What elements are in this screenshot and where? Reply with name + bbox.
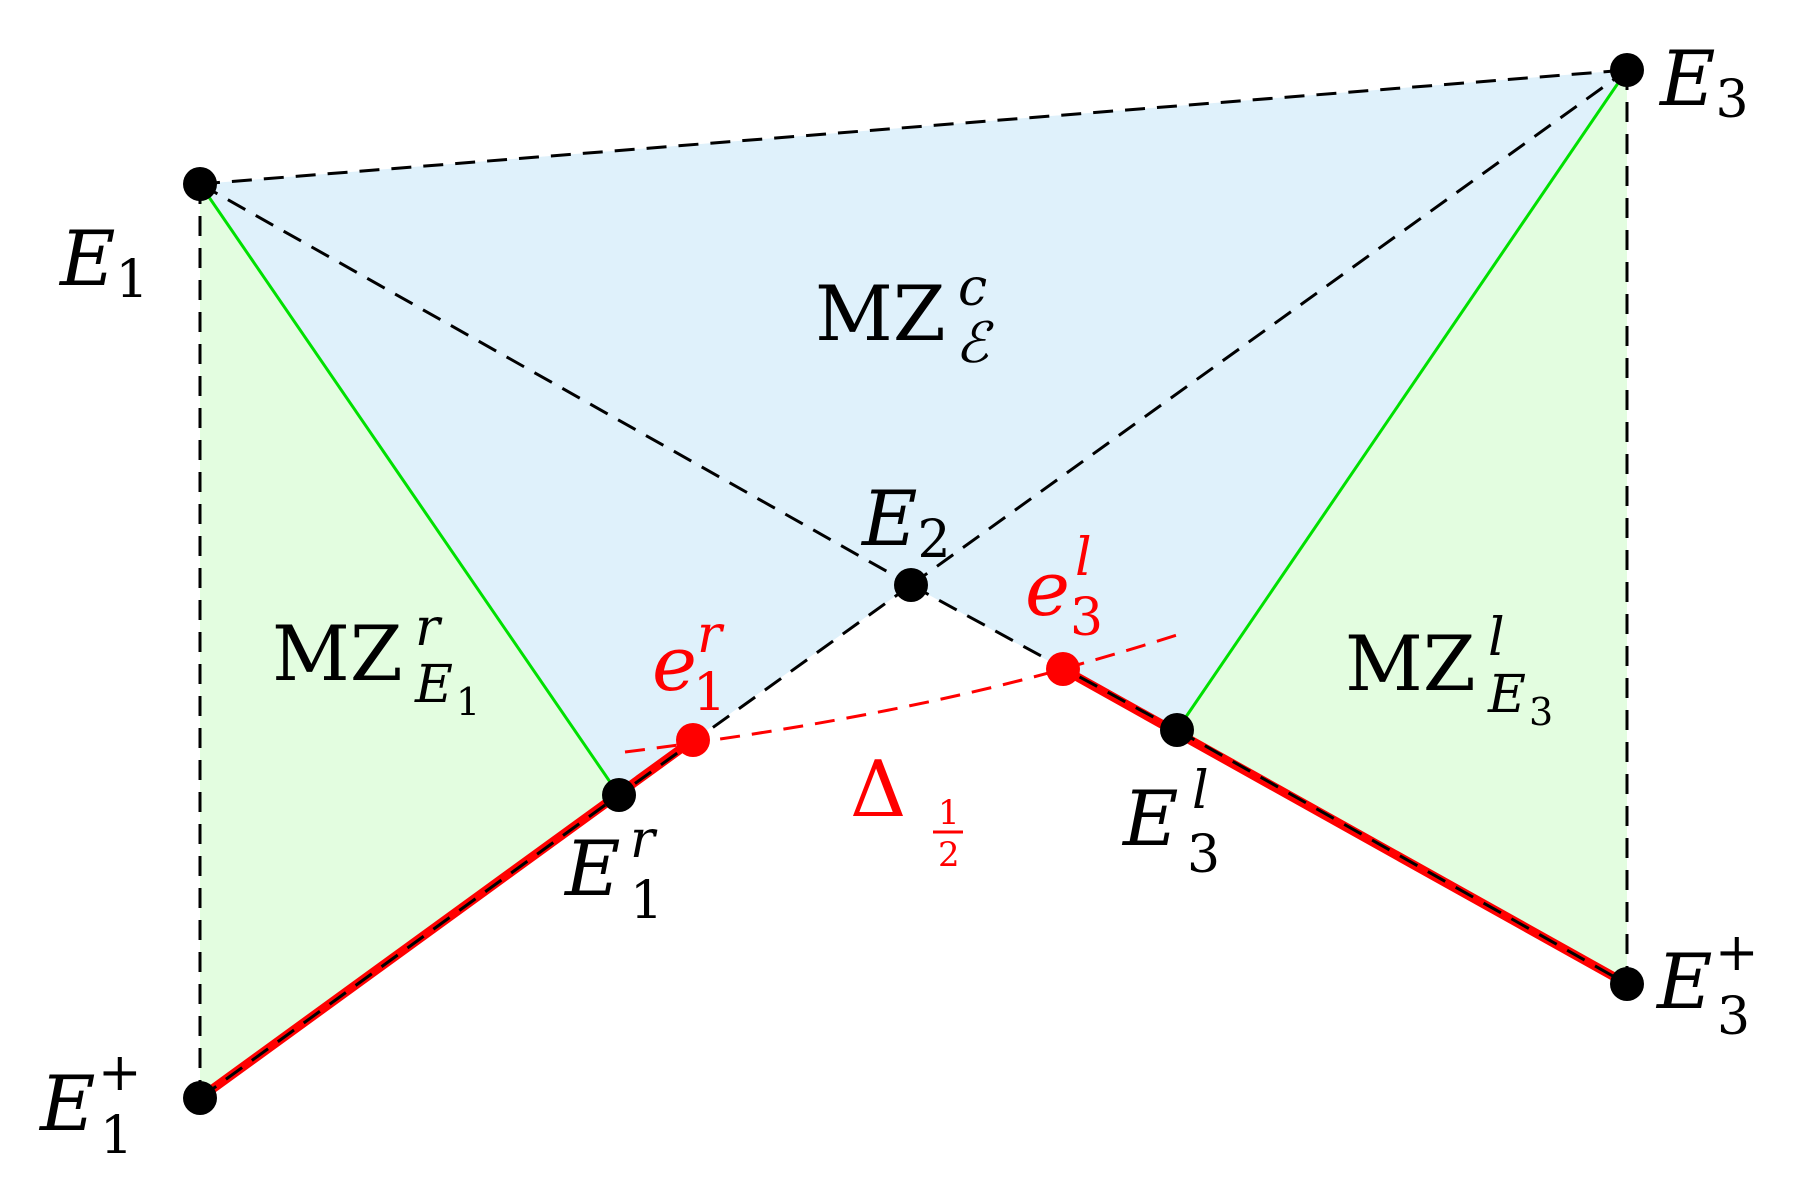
vertex-e3l bbox=[1160, 713, 1194, 747]
label-e1-r-small: e bbox=[652, 619, 697, 708]
label-delta-half: Δ 1 2 bbox=[850, 745, 963, 875]
label-e3: E3 bbox=[1658, 34, 1749, 130]
dashed-e1-e3 bbox=[199, 68, 1628, 186]
label-region-left-subsub: 1 bbox=[456, 680, 480, 724]
vertex-e1plus bbox=[183, 1081, 217, 1115]
vertex-e2 bbox=[894, 568, 928, 602]
label-delta-symbol: Δ bbox=[850, 745, 906, 835]
label-region-left: MZ bbox=[272, 609, 403, 698]
label-e1-r-sub: 1 bbox=[630, 871, 663, 931]
vertex-e1 bbox=[183, 167, 217, 201]
label-e3-l-small-sub: 3 bbox=[1070, 588, 1103, 648]
vertex-e1-r-small bbox=[676, 723, 710, 757]
vertex-e3-l-small bbox=[1046, 652, 1080, 686]
label-region-central-sup: c bbox=[958, 258, 987, 318]
label-region-right-sup: l bbox=[1488, 608, 1505, 668]
label-region-right: MZ bbox=[1345, 619, 1476, 708]
green-edge-right bbox=[1175, 69, 1629, 731]
label-e1: E1 bbox=[58, 214, 149, 310]
label-e1-r-small-sup: r bbox=[697, 605, 725, 665]
black-vertices bbox=[183, 53, 1644, 1115]
vertex-e1r bbox=[602, 778, 636, 812]
label-e1-plus-sub: 1 bbox=[100, 1106, 133, 1166]
label-e1-r-sup: r bbox=[630, 810, 658, 870]
label-e3-plus: E bbox=[1655, 937, 1712, 1026]
central-region-fill bbox=[200, 70, 1627, 795]
dashed-e2-e3 bbox=[910, 68, 1628, 587]
dashed-e1plus-e1r bbox=[199, 793, 620, 1100]
green-edge-left bbox=[198, 183, 621, 796]
label-e3-plus-sup: + bbox=[1715, 923, 1759, 983]
label-region-left-sup: r bbox=[415, 598, 443, 658]
dashed-e1-e2 bbox=[199, 182, 912, 587]
label-region-central: MZ bbox=[815, 269, 946, 358]
label-e3-l-sup: l bbox=[1192, 761, 1209, 821]
label-delta-den: 2 bbox=[938, 835, 960, 875]
label-e1-r-small-sub: 1 bbox=[693, 663, 726, 723]
label-e3-l-sub: 3 bbox=[1187, 825, 1220, 885]
dashed-edges bbox=[198, 68, 1629, 1100]
label-e1-plus: E bbox=[38, 1059, 95, 1148]
label-e3-l: E bbox=[1121, 774, 1178, 863]
label-e1-plus-sup: + bbox=[98, 1043, 142, 1103]
label-e2: E2 bbox=[860, 474, 951, 570]
right-region-fill bbox=[1177, 70, 1627, 984]
label-region-left-sub: E bbox=[414, 655, 453, 715]
vertex-e3plus bbox=[1610, 967, 1644, 1001]
vertex-e3 bbox=[1610, 53, 1644, 87]
red-dashed-curve bbox=[624, 633, 1178, 754]
dashed-e2-e1r bbox=[618, 583, 912, 797]
dashed-e2-e3l bbox=[910, 583, 1178, 732]
label-e3-l-small: e bbox=[1025, 544, 1070, 633]
label-region-central-sub: ℰ bbox=[955, 311, 994, 376]
label-e1-r: E bbox=[563, 824, 620, 913]
label-e3-plus-sub: 3 bbox=[1717, 987, 1750, 1047]
label-region-right-subsub: 3 bbox=[1529, 690, 1553, 734]
dashed-e3l-e3plus bbox=[1176, 728, 1628, 986]
label-region-right-sub: E bbox=[1487, 665, 1526, 725]
label-delta-num: 1 bbox=[938, 793, 960, 833]
label-e3-l-small-sup: l bbox=[1075, 528, 1092, 588]
